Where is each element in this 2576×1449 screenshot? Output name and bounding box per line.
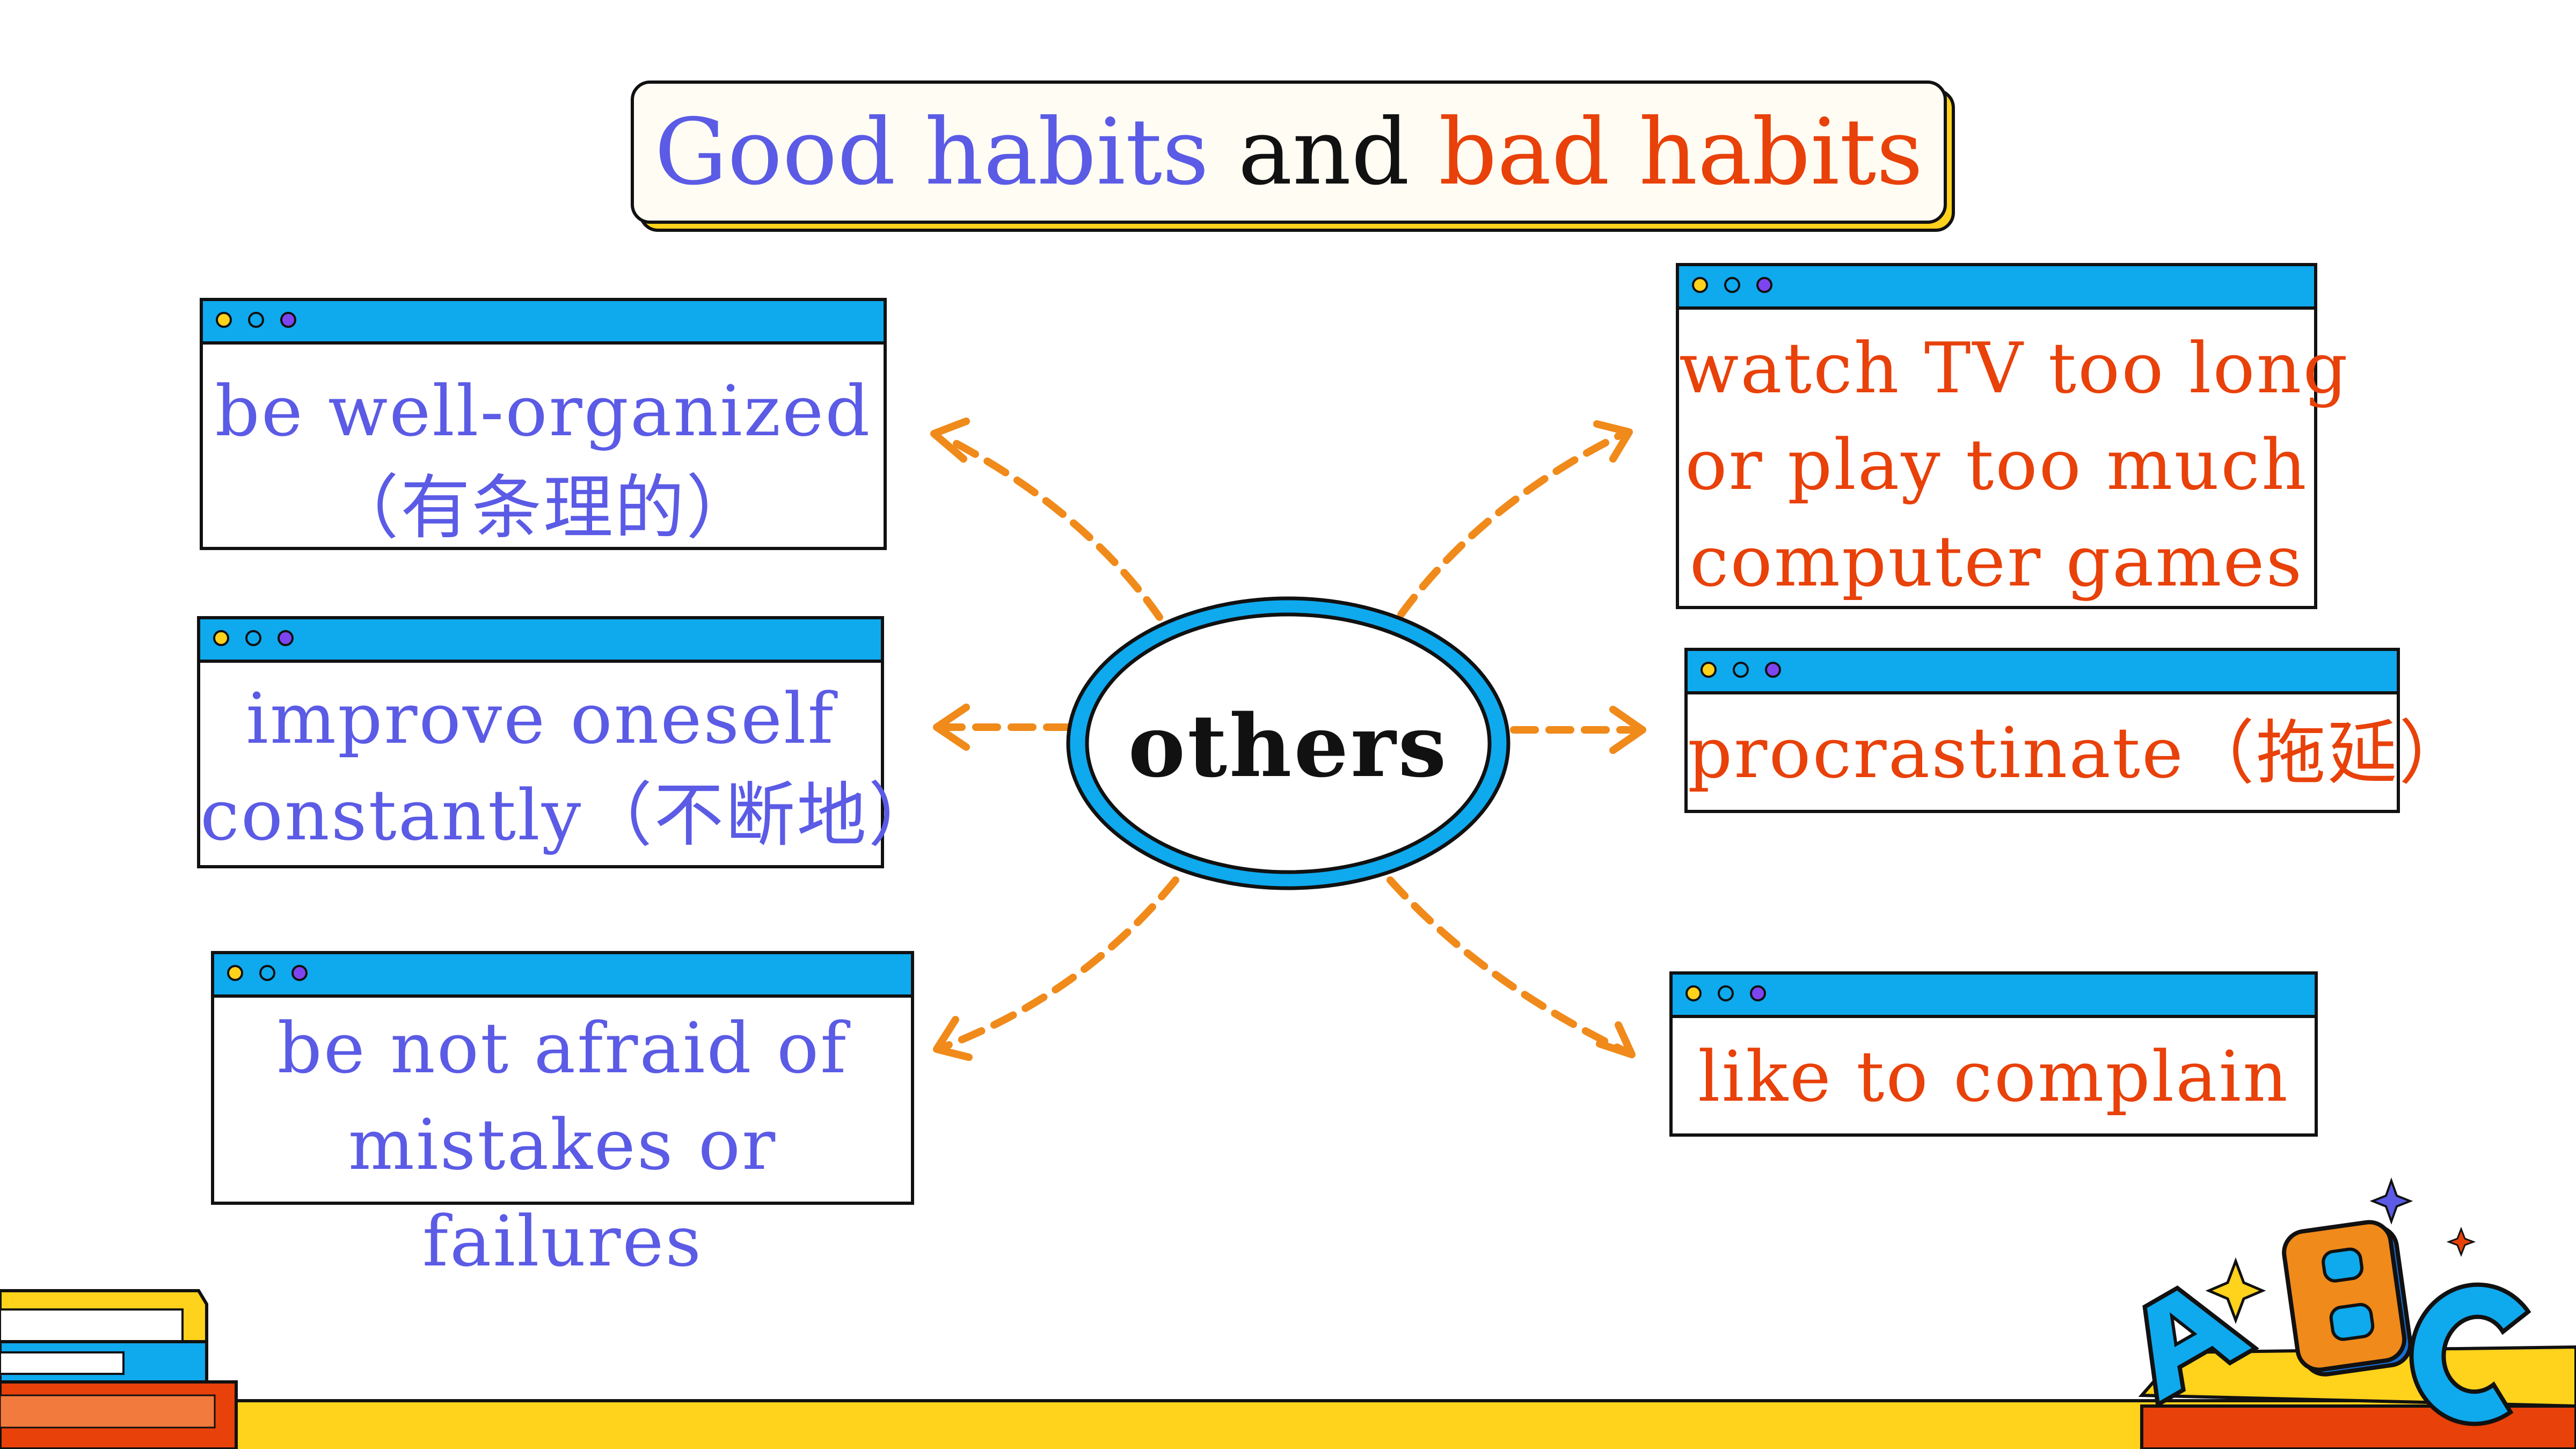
arrowheads xyxy=(930,418,1646,1061)
window-dot-icon xyxy=(248,312,264,328)
habit-text: procrastinate（拖延） xyxy=(1688,712,2471,794)
window-dot-icon xyxy=(1733,662,1749,678)
arrowhead-icon xyxy=(933,704,970,751)
window-dot-icon xyxy=(291,965,308,981)
window-dot-icon xyxy=(216,312,232,328)
arrowhead-icon xyxy=(930,418,970,463)
habit-text: improve oneself xyxy=(246,678,835,759)
window-dot-icon xyxy=(280,312,296,328)
sparkle-icon xyxy=(2369,1177,2413,1225)
window-dot-icon xyxy=(245,630,261,646)
arrow-to-good-1 xyxy=(941,434,1163,621)
center-label: others xyxy=(1128,696,1449,796)
habit-text: be well-organized xyxy=(215,370,872,452)
abc-blocks-icon xyxy=(2138,1177,2576,1449)
arrow-to-good-3 xyxy=(941,876,1179,1050)
habit-text: watch TV too long xyxy=(1679,327,2349,409)
bad-habit-card-3: like to complain xyxy=(1669,971,2318,1137)
good-habit-card-2: improve oneself constantly（不断地） xyxy=(197,616,940,868)
title-and: and xyxy=(1209,99,1439,206)
bad-habit-card-1: watch TV too long or play too much compu… xyxy=(1676,263,2349,609)
window-dot-icon xyxy=(1718,985,1734,1001)
window-dot-icon xyxy=(1756,277,1772,293)
arrowhead-icon xyxy=(1609,706,1646,754)
habit-text: failures xyxy=(422,1201,703,1282)
books-icon xyxy=(0,1289,238,1449)
habit-text: like to complain xyxy=(1698,1036,2289,1117)
sparkle-icon xyxy=(2446,1226,2476,1257)
arrowhead-icon xyxy=(933,1016,973,1061)
arrowhead-icon xyxy=(1596,1021,1636,1058)
good-habit-card-1: be well-organized （有条理的） xyxy=(200,298,887,550)
center-node xyxy=(1066,596,1510,890)
good-habit-card-3: be not afraid of mistakes or failures xyxy=(211,951,914,1282)
habit-text: （有条理的） xyxy=(329,467,757,548)
window-titlebar xyxy=(1673,975,2315,1018)
window-dot-icon xyxy=(227,965,243,981)
window-dot-icon xyxy=(278,630,294,646)
arrow-to-bad-3 xyxy=(1386,876,1630,1056)
window-dot-icon xyxy=(213,630,229,646)
habit-text: computer games xyxy=(1689,521,2304,602)
arrowhead-icon xyxy=(1593,420,1633,463)
window-titlebar xyxy=(1688,651,2397,694)
window-titlebar xyxy=(214,954,911,998)
window-dot-icon xyxy=(1750,985,1766,1001)
title-bad: bad habits xyxy=(1439,99,1923,206)
window-titlebar xyxy=(1679,266,2314,310)
window-titlebar xyxy=(200,619,881,663)
window-titlebar xyxy=(203,301,884,345)
sparkle-icon xyxy=(2205,1257,2266,1324)
window-dot-icon xyxy=(1765,662,1781,678)
habit-text: mistakes or xyxy=(348,1104,777,1185)
window-dot-icon xyxy=(1692,277,1708,293)
habit-text: constantly（不断地） xyxy=(200,774,940,856)
bad-habit-card-2: procrastinate（拖延） xyxy=(1684,648,2471,813)
window-dot-icon xyxy=(1701,662,1717,678)
window-dot-icon xyxy=(1724,277,1740,293)
arrow-to-bad-1 xyxy=(1397,431,1625,618)
title-good: Good habits xyxy=(654,99,1209,206)
window-dot-icon xyxy=(259,965,275,981)
page-title: Good habits and bad habits xyxy=(631,80,1947,224)
arrows xyxy=(938,431,1641,1056)
window-dot-icon xyxy=(1685,985,1702,1001)
habit-text: or play too much xyxy=(1685,424,2308,506)
habit-text: be not afraid of xyxy=(277,1007,848,1089)
